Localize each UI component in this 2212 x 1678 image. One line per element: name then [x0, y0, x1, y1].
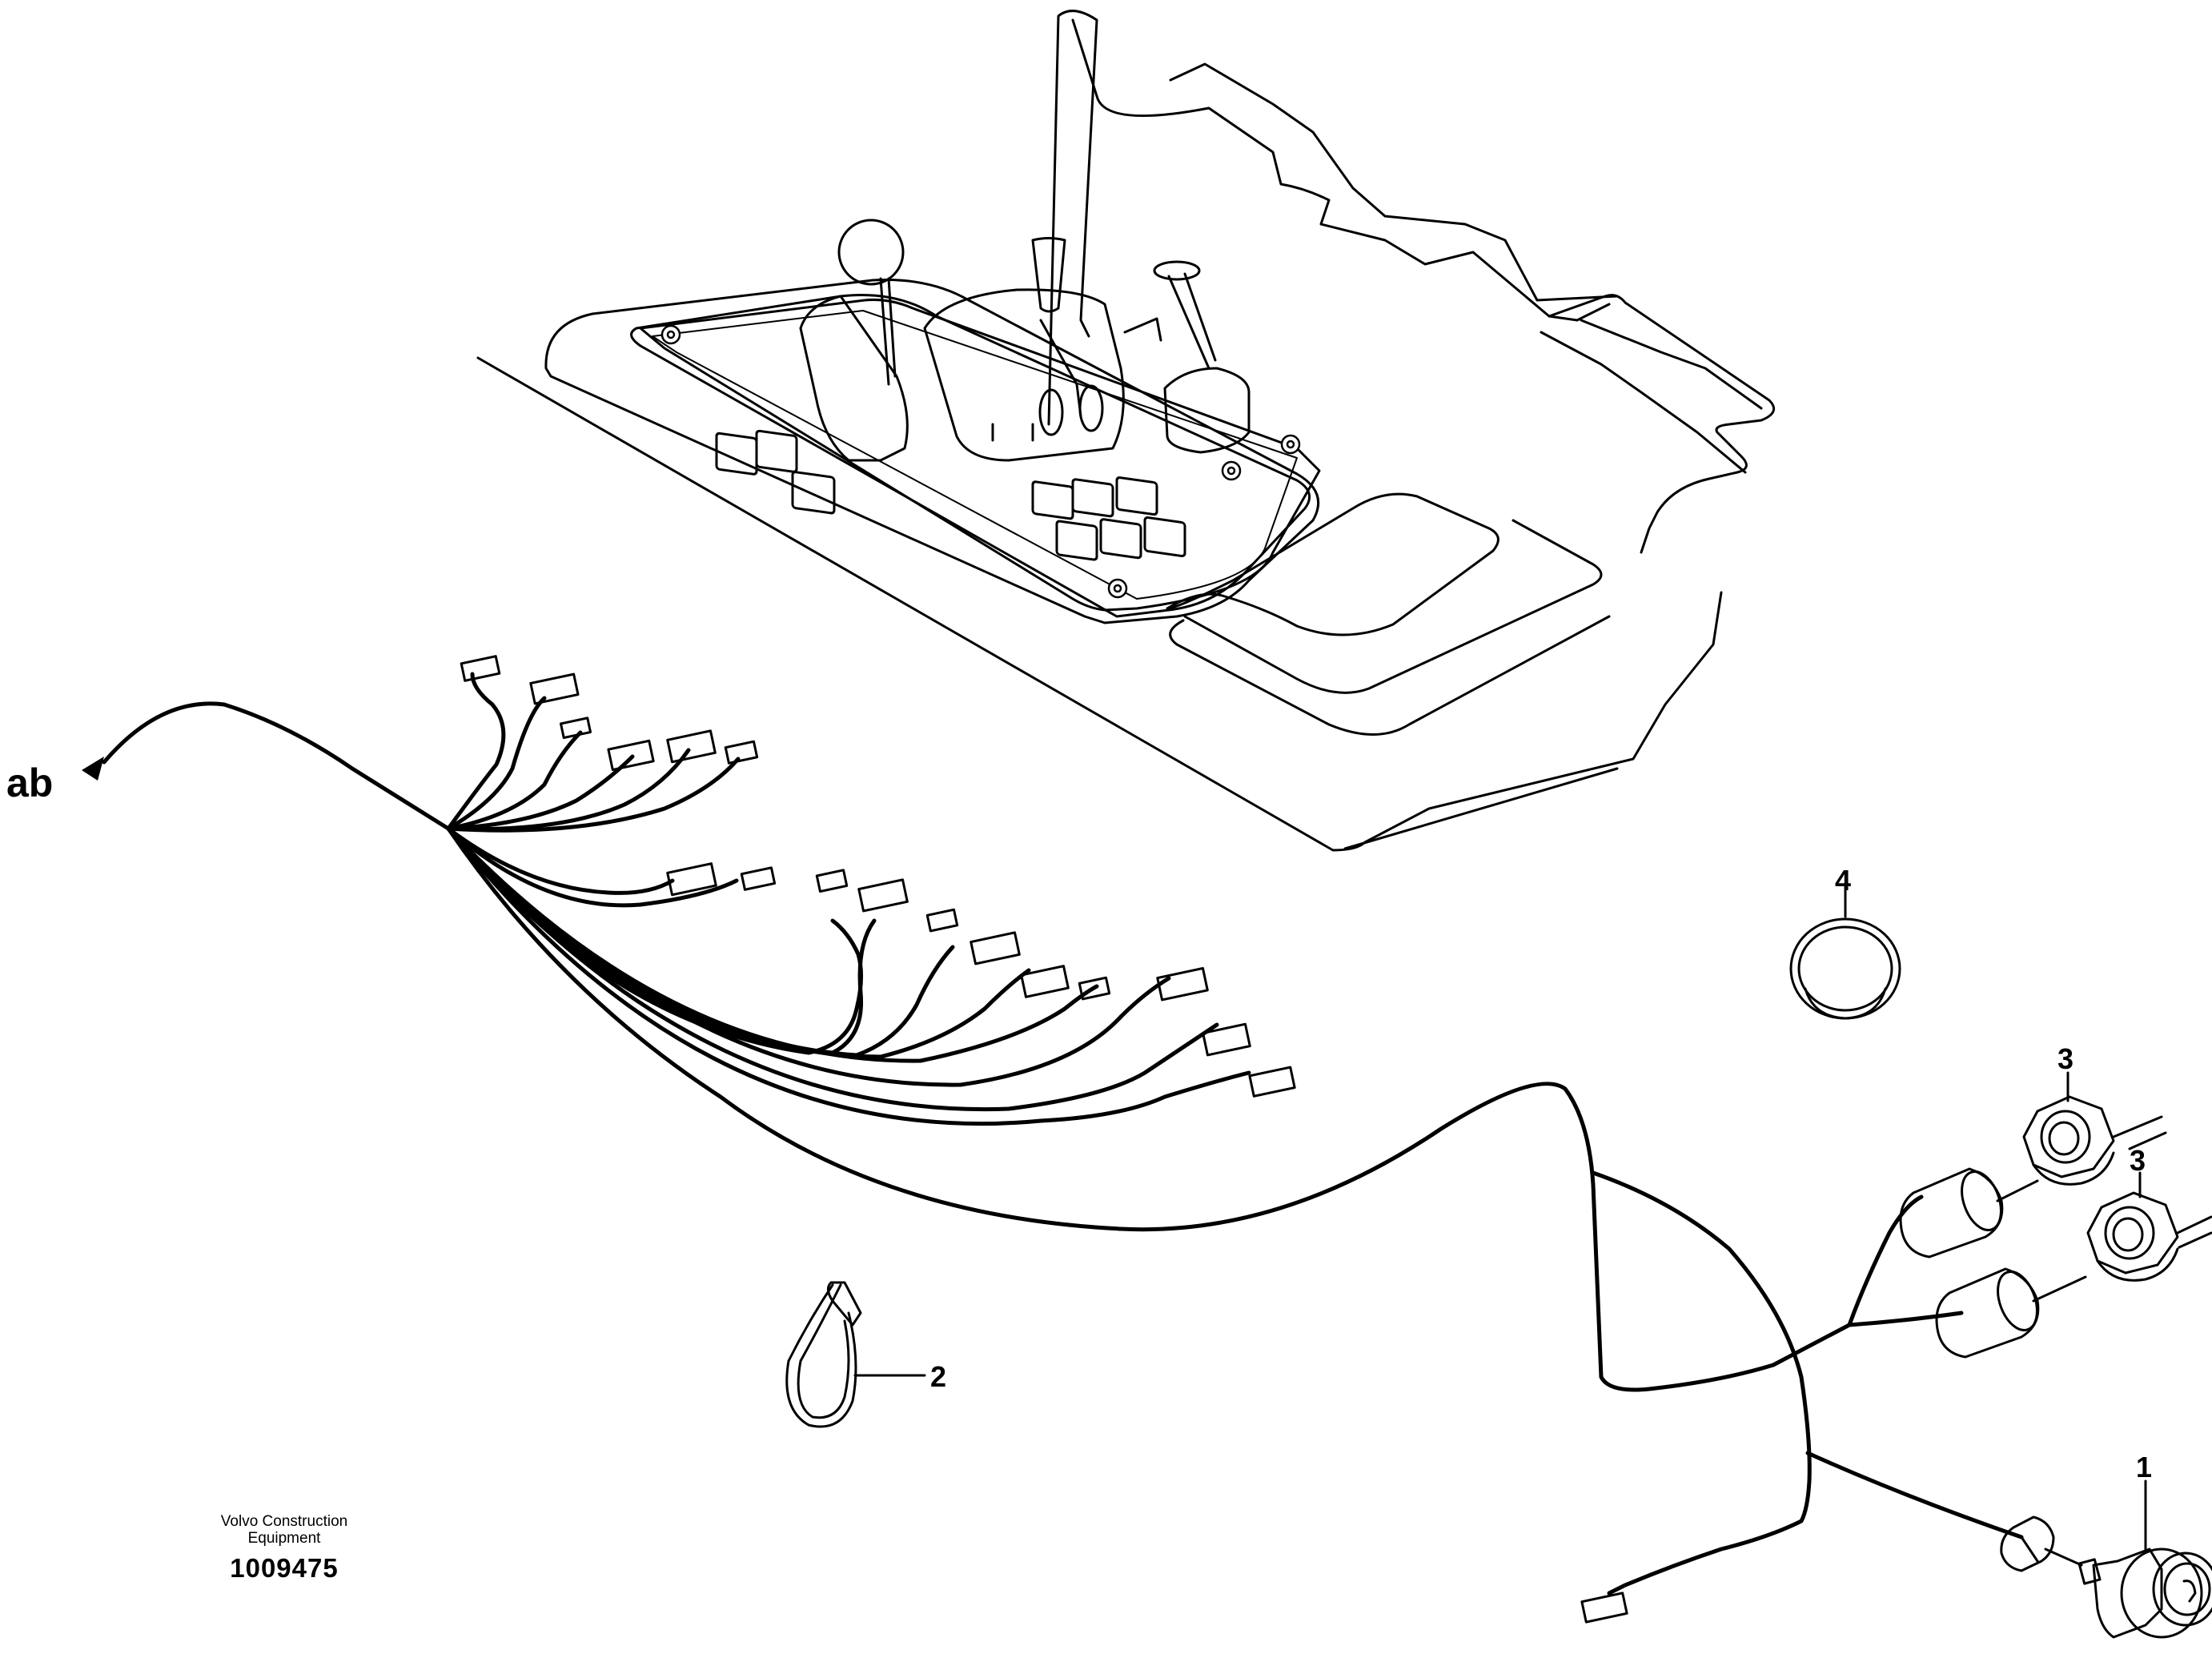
t-handle-lever-icon [1123, 260, 1251, 454]
callout-leaders [853, 885, 2147, 1551]
harness-trunk [102, 701, 451, 831]
footer: Volvo Construction Equipment 1009475 [192, 1513, 376, 1584]
callout-2: 2 [930, 1360, 946, 1393]
socket-sleeve-icon [1899, 1167, 2087, 1359]
connector-icon [460, 655, 1628, 1624]
power-socket-icon [2000, 1515, 2212, 1639]
control-panel [639, 219, 1321, 612]
callout-ab: ab [6, 761, 53, 805]
gear-lever-icon [923, 237, 1125, 462]
manufacturer-label: Volvo Construction Equipment [220, 1513, 348, 1547]
ball-lever-icon [799, 219, 909, 462]
wiring-harness [102, 672, 2024, 1596]
grommet-icon [1789, 917, 1901, 1020]
operator-console [476, 10, 1776, 852]
callout-3-lower: 3 [2130, 1144, 2146, 1177]
drawing-number: 1009475 [230, 1553, 339, 1583]
cable-tie-icon [785, 1281, 862, 1428]
callout-3-upper: 3 [2057, 1042, 2073, 1075]
callout-4: 4 [1835, 864, 1851, 897]
callout-1: 1 [2136, 1451, 2152, 1483]
socket-nut-icon [2022, 1095, 2212, 1282]
panel-bolt-icon [660, 324, 1301, 599]
rocker-switch-icon [715, 429, 1186, 561]
ab-arrow-icon [82, 757, 104, 781]
